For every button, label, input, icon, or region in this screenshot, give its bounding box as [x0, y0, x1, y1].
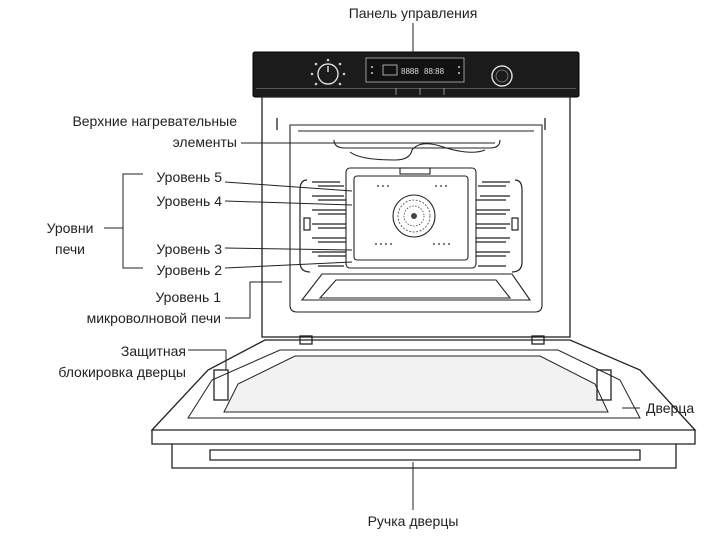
oven-door: [150, 335, 697, 469]
label-oven-levels-line2: печи: [54, 241, 86, 257]
label-level-1-line1: Уровень 1: [155, 289, 221, 305]
right-rack-guides: [476, 179, 523, 273]
label-top-heating-line1: Верхние нагревательные: [72, 113, 237, 129]
control-panel: 8888 88:88: [252, 51, 580, 98]
label-level-2: Уровень 2: [156, 262, 222, 278]
label-door-handle: Ручка дверцы: [367, 513, 459, 529]
label-door-lock-line1: Защитная: [120, 343, 186, 359]
label-door-lock-line2: блокировка дверцы: [58, 364, 186, 380]
label-level-5: Уровень 5: [156, 169, 222, 185]
label-control-panel: Панель управления: [348, 5, 478, 21]
display-counter: 8888: [401, 67, 419, 76]
display-clock: 88:88: [424, 67, 445, 76]
function-knob: [310, 58, 346, 86]
convection-fan: [375, 185, 450, 245]
oven-cavity: [289, 124, 543, 313]
left-rack-guides: [299, 179, 346, 273]
top-heating-element: [333, 139, 501, 175]
temperature-knob: [491, 65, 513, 87]
label-door: Дверца: [646, 400, 695, 416]
leader-lines: [104, 23, 640, 510]
oven-body: [261, 96, 571, 338]
display: 8888 88:88: [365, 57, 465, 83]
label-oven-levels-line1: Уровни: [46, 220, 94, 236]
label-level-4: Уровень 4: [156, 193, 222, 209]
label-level-3: Уровень 3: [156, 241, 222, 257]
label-top-heating-line2: элементы: [172, 134, 237, 150]
label-level-1-line2: микроволновой печи: [86, 310, 221, 326]
panel-touch-buttons: [395, 88, 445, 95]
